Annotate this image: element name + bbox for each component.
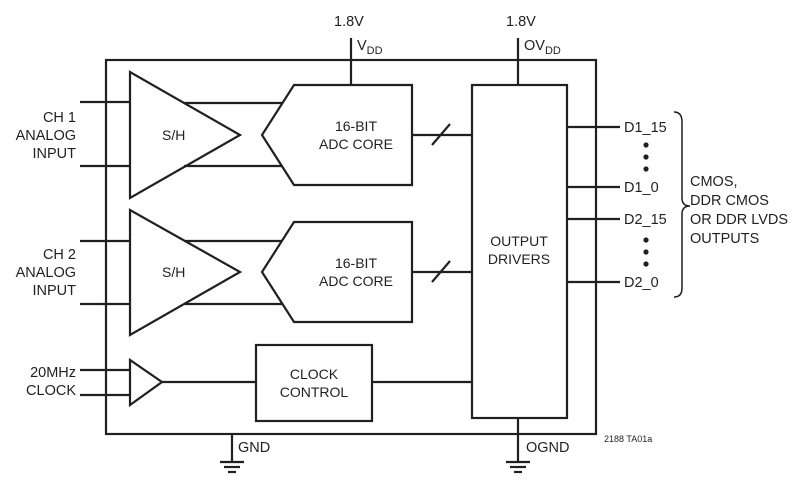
d1-ellipsis-dots xyxy=(643,142,649,172)
output-drivers-label-2: DRIVERS xyxy=(488,251,550,267)
ch2-input-label-3: INPUT xyxy=(33,283,77,299)
ch2-adc-core xyxy=(260,220,414,324)
ch1-bus-slash xyxy=(431,123,451,146)
clock-buffer xyxy=(128,357,164,408)
output-drivers-label-1: OUTPUT xyxy=(490,233,548,249)
output-drivers-block xyxy=(470,83,569,420)
ch1-input-label-3: INPUT xyxy=(33,146,77,162)
ch1-input-label-2: ANALOG xyxy=(16,128,76,144)
ovdd-label: OVDD xyxy=(524,38,561,57)
clock-input-label-1: 20MHz xyxy=(30,365,76,381)
ch1-adc-label-1: 16-BIT xyxy=(335,118,377,134)
ch2-adc-label-1: 16-BIT xyxy=(335,255,377,271)
ch1-sh-label: S/H xyxy=(162,127,185,143)
output-desc-1: CMOS, xyxy=(690,174,738,190)
output-desc-2: DDR CMOS xyxy=(690,193,769,209)
output-pin-d2-0: D2_0 xyxy=(624,275,659,291)
output-pin-d1-0: D1_0 xyxy=(624,180,659,196)
output-desc-4: OUTPUTS xyxy=(690,231,759,247)
output-pin-d1-15: D1_15 xyxy=(624,120,667,136)
output-desc-3: OR DDR LVDS xyxy=(690,212,788,228)
clock-control-label-2: CONTROL xyxy=(280,384,349,400)
clock-control-block xyxy=(254,343,374,423)
vdd-voltage-label: 1.8V xyxy=(334,14,364,30)
ch2-sh-label: S/H xyxy=(162,264,185,280)
ch1-input-label-1: CH 1 xyxy=(43,110,76,126)
figure-id: 2188 TA01a xyxy=(604,434,652,444)
ch2-input-label-2: ANALOG xyxy=(16,265,76,281)
ognd-label: OGND xyxy=(526,440,570,456)
ch1-adc-core xyxy=(260,83,414,187)
gnd-symbol xyxy=(220,460,244,474)
output-pin-d2-15: D2_15 xyxy=(624,212,667,228)
ognd-symbol xyxy=(506,460,530,474)
ch2-adc-label-2: ADC CORE xyxy=(319,273,393,289)
vdd-label: VDD xyxy=(357,38,383,57)
ch1-adc-label-2: ADC CORE xyxy=(319,136,393,152)
d2-ellipsis-dots xyxy=(643,237,649,267)
outputs-brace xyxy=(673,111,691,298)
gnd-label: GND xyxy=(238,440,270,456)
clock-input-label-2: CLOCK xyxy=(26,383,76,399)
ovdd-voltage-label: 1.8V xyxy=(506,14,536,30)
clock-control-label-1: CLOCK xyxy=(290,366,339,382)
ch2-bus-slash xyxy=(431,260,451,283)
ch2-input-label-1: CH 2 xyxy=(43,247,76,263)
